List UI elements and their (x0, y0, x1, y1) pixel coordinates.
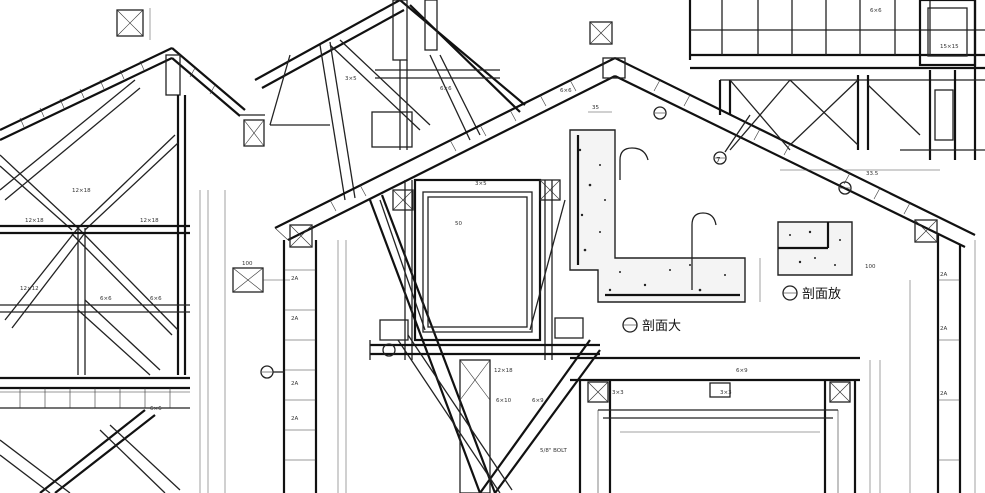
label-member-12x18: 12×18 (72, 188, 91, 194)
label-size-100: 100 (242, 261, 253, 267)
concrete-section: 剖面大 剖面放 35 (569, 105, 853, 334)
label-member-6x10: 6×10 (496, 398, 512, 404)
label-member-6x6-d: 6×6 (440, 86, 452, 92)
label-member-12x18-b: 12×18 (25, 218, 44, 224)
label-member-6x6-c: 6×6 (150, 406, 162, 412)
label-dim-33-5: 33.5 (866, 171, 879, 177)
label-size-50: 50 (455, 221, 462, 227)
label-bolt: 5/8" BOLT (540, 448, 567, 454)
label-member-6x9: 6×9 (532, 398, 544, 404)
center-upper-truss (240, 0, 613, 201)
label-member-3x5-b: 3×5 (475, 181, 487, 187)
section-title-2: 剖面放 (802, 287, 841, 302)
label-2a-7: 2A (940, 391, 947, 397)
label-member-6x6-b: 6×6 (150, 296, 162, 302)
label-member-12x18-c: 12×18 (140, 218, 159, 224)
label-2a-6: 2A (940, 326, 947, 332)
label-2a-3: 2A (291, 381, 298, 387)
top-right-truss (688, 0, 985, 171)
label-member-3x3: 3×3 (720, 390, 732, 396)
label-member-3x3-b: 3×3 (612, 390, 624, 396)
label-2a-2: 2A (291, 316, 298, 322)
left-truss (0, 8, 290, 493)
inner-frame (368, 178, 601, 493)
label-member-15x15: 15×15 (940, 44, 959, 50)
annotations: 12×18 12×18 12×18 6×6 6×6 6×6 3×5 6×6 3×… (20, 8, 959, 454)
label-2a-4: 2A (291, 416, 298, 422)
label-2a-5: 2A (940, 272, 947, 278)
label-member-6x6-e: 6×6 (560, 88, 572, 94)
label-member-12x12: 12×12 (20, 286, 39, 292)
lower-right-frame (570, 356, 881, 493)
callout-markers (260, 106, 852, 379)
label-member-6x6-f: 6×6 (870, 8, 882, 14)
label-member-6x9-b: 6×9 (736, 368, 748, 374)
label-member-3x5: 3×5 (345, 76, 357, 82)
label-2a-1: 2A (291, 276, 298, 282)
label-size-100-b: 100 (865, 264, 876, 270)
marker-7: 7 (716, 156, 720, 164)
section-title: 剖面大 (642, 319, 681, 334)
label-member-12x18-d: 12×18 (494, 368, 513, 374)
label-member-6x6: 6×6 (100, 296, 112, 302)
dim-35: 35 (592, 105, 599, 111)
main-gable-frame (274, 57, 976, 493)
